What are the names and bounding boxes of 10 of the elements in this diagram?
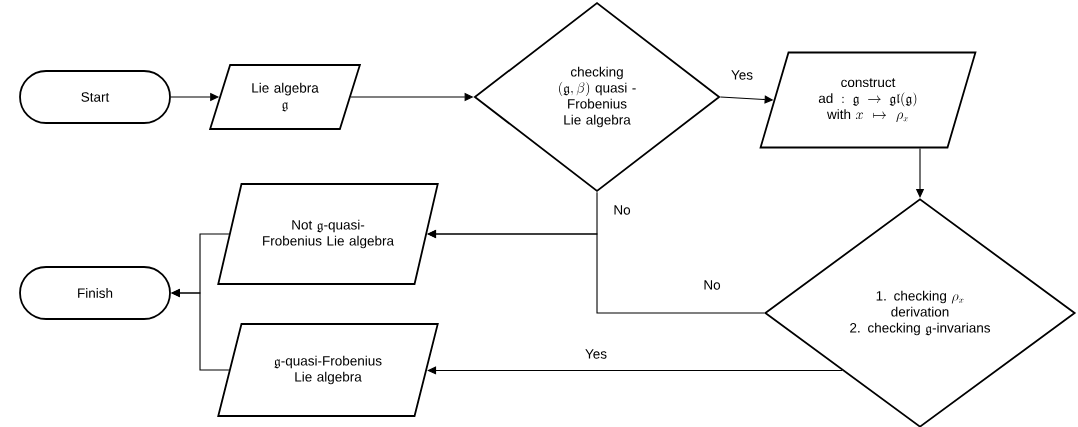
data-parallelogram: $\mathfrak{g}$-quasi-Frobenius Lie algebra: [217, 323, 439, 417]
data-parallelogram: construct $\mathrm{ad}:\mathfrak{g}\to\mathfrak{gl}(\mathfrak{g})$ with $x\mapsto\rho_x$: [759, 51, 977, 149]
edge-label: No: [702, 279, 722, 291]
terminal-box: Finish: [19, 266, 171, 320]
terminal-box: Start: [19, 70, 171, 124]
edge-label: Yes: [584, 348, 608, 360]
data-parallelogram: Not $\mathfrak{g}$-quasi-Frobenius Lie algebra: [217, 183, 439, 285]
edge-label: Yes: [730, 69, 754, 81]
arrow: [427, 366, 843, 375]
edge-label: No: [612, 204, 632, 216]
